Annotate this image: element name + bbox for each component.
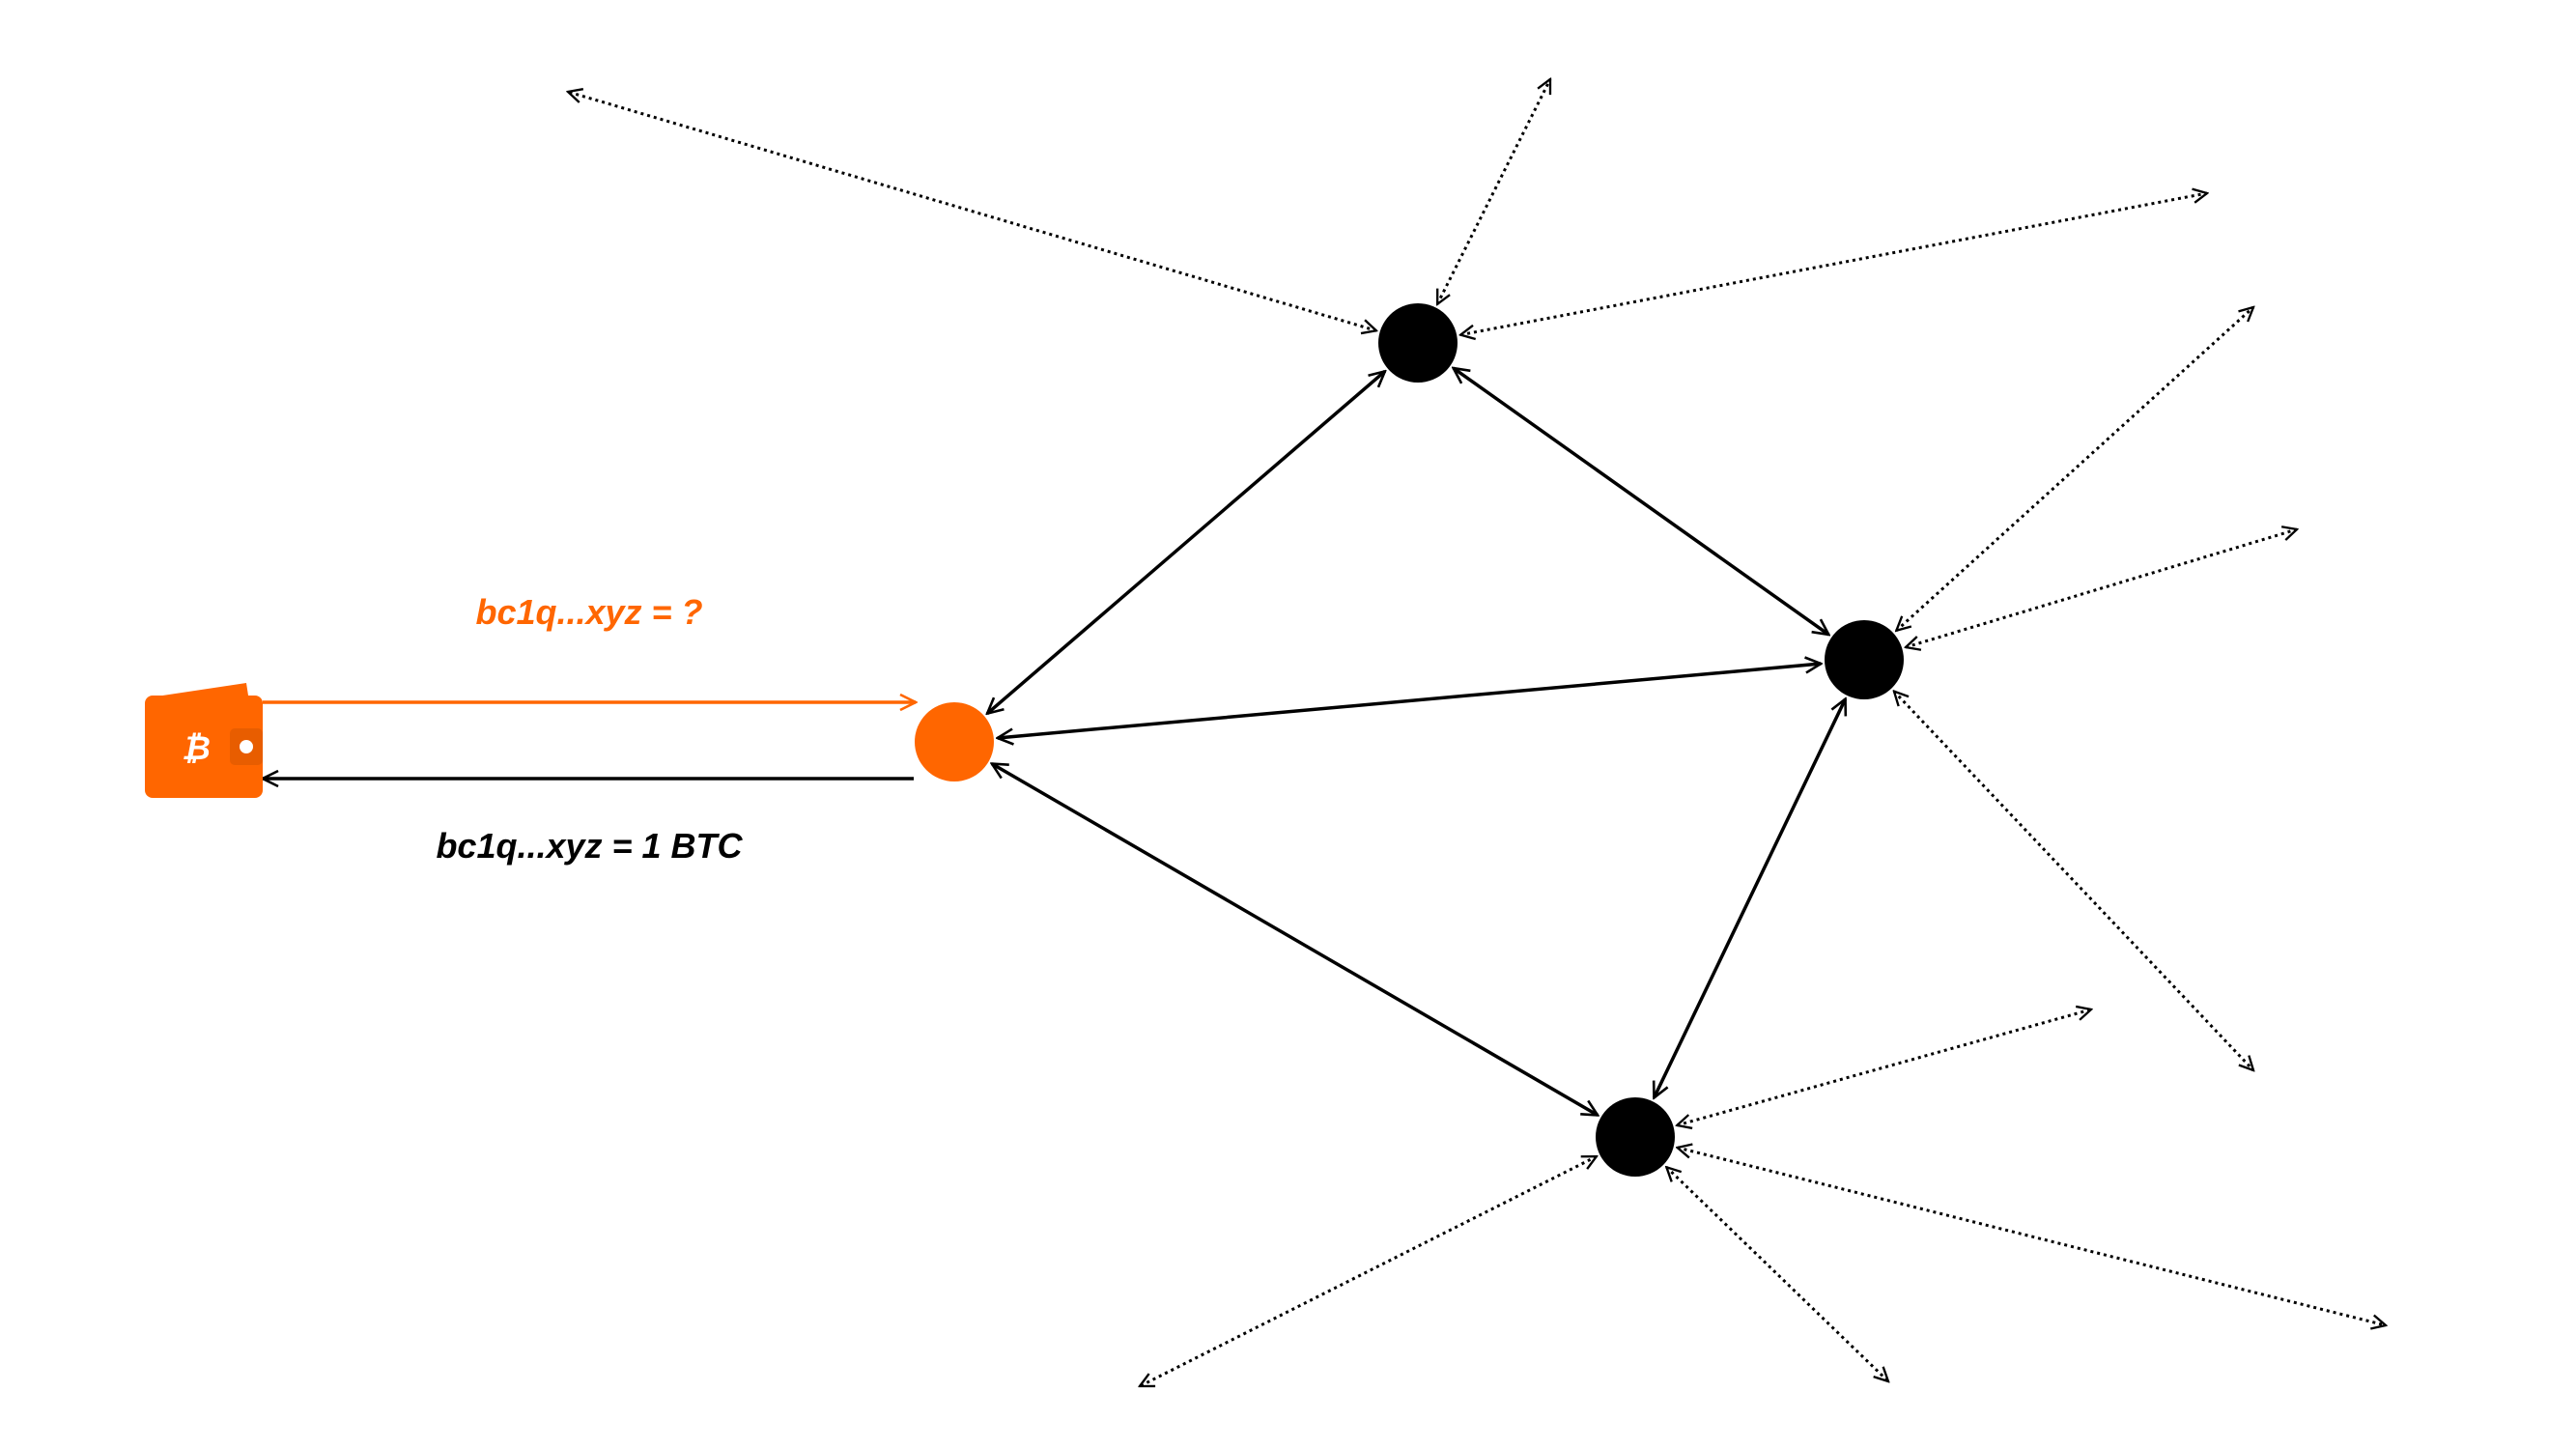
- external-link-node-top-2: [1435, 79, 1552, 304]
- external-link-node-bottom-2: [1666, 1167, 1888, 1381]
- node-right: [1825, 620, 1904, 699]
- peer-link-connected-node-node-bottom: [992, 762, 1598, 1117]
- peer-link-node-right-node-bottom: [1654, 699, 1845, 1098]
- response-label: bc1q...xyz = 1 BTC: [436, 826, 743, 866]
- node-bottom: [1596, 1097, 1675, 1177]
- peer-links: [987, 368, 1845, 1117]
- external-link-node-bottom-1: [1140, 1154, 1597, 1388]
- bitcoin-symbol: ₿: [182, 729, 211, 768]
- external-peer-links: [568, 79, 2386, 1388]
- external-link-node-bottom-4: [1677, 1009, 2091, 1125]
- external-link-node-top-1: [568, 92, 1376, 330]
- node-top: [1378, 303, 1458, 383]
- query-label: bc1q...xyz = ?: [475, 592, 702, 632]
- external-link-node-right-1: [1896, 307, 2253, 631]
- external-link-node-right-3: [1894, 692, 2253, 1070]
- peer-link-connected-node-node-right: [998, 664, 1821, 738]
- peer-link-connected-node-node-top: [987, 371, 1385, 713]
- external-link-node-top-3: [1460, 193, 2207, 335]
- external-link-node-bottom-3: [1678, 1148, 2386, 1325]
- connected-node: [915, 702, 994, 781]
- bitcoin-wallet-icon: ₿: [145, 683, 263, 798]
- external-link-node-right-2: [1906, 529, 2297, 647]
- peer-link-node-top-node-right: [1454, 368, 1829, 635]
